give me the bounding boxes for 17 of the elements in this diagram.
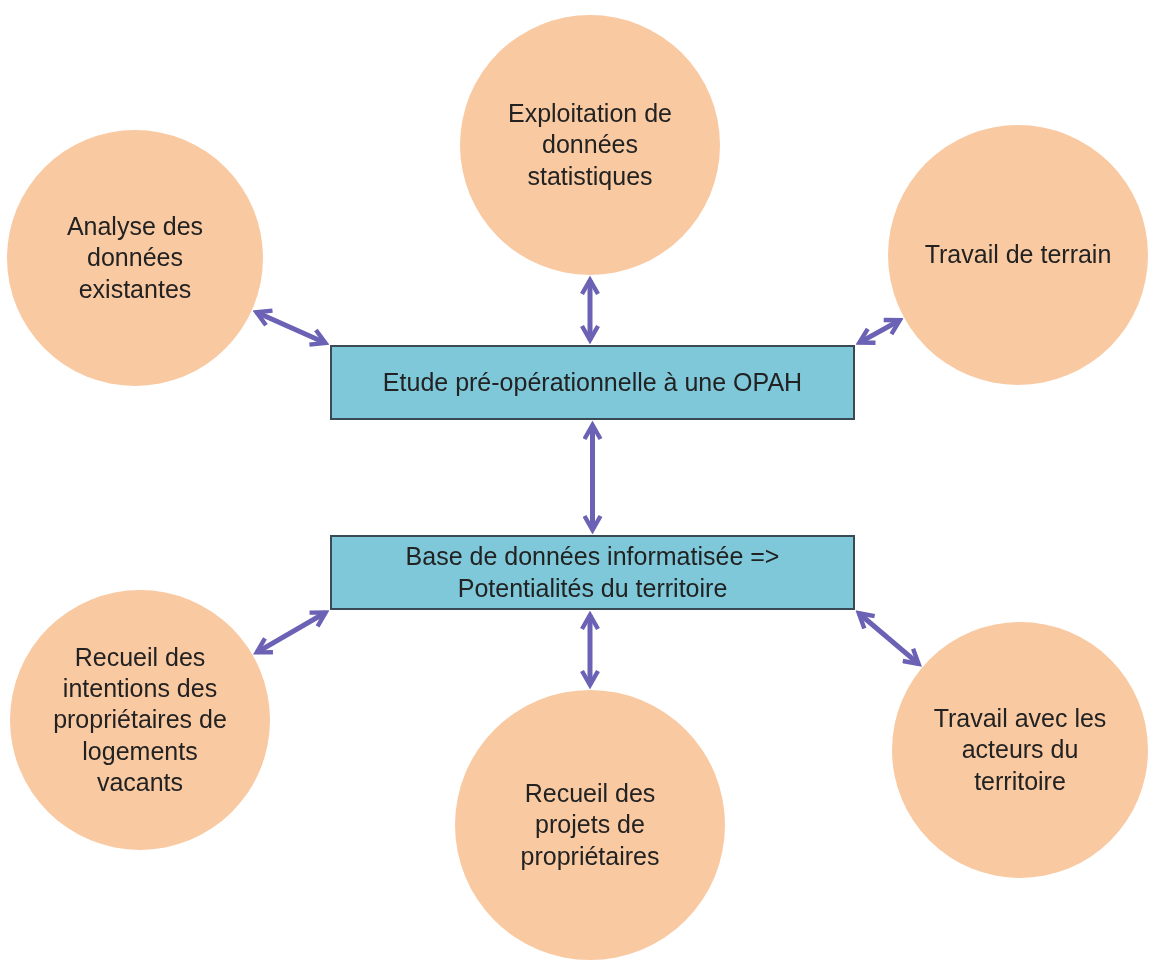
- node-label: Recueil des projets de propriétaires: [519, 778, 661, 872]
- double-arrow: [582, 422, 603, 533]
- double-arrow: [857, 317, 902, 345]
- double-arrow: [579, 612, 601, 688]
- double-arrow: [254, 308, 328, 347]
- process-box: [330, 535, 855, 610]
- node-label: Analyse des données existantes: [65, 211, 205, 305]
- double-arrow: [254, 610, 328, 655]
- process-box: [330, 345, 855, 420]
- node-label: Base de données informatisée => Potentialités du territoire: [404, 541, 781, 604]
- node-label: Travail de terrain: [924, 239, 1112, 271]
- node-label: Travail avec les acteurs du territoire: [932, 703, 1108, 797]
- node-label: Exploitation de données statistiques: [507, 98, 673, 192]
- double-arrow: [579, 277, 601, 343]
- double-arrow: [856, 611, 921, 667]
- node-label: Etude pré-opérationnelle à une OPAH: [382, 366, 803, 398]
- node-label: Recueil des intentions des propriétaires de logements vacants: [52, 641, 228, 798]
